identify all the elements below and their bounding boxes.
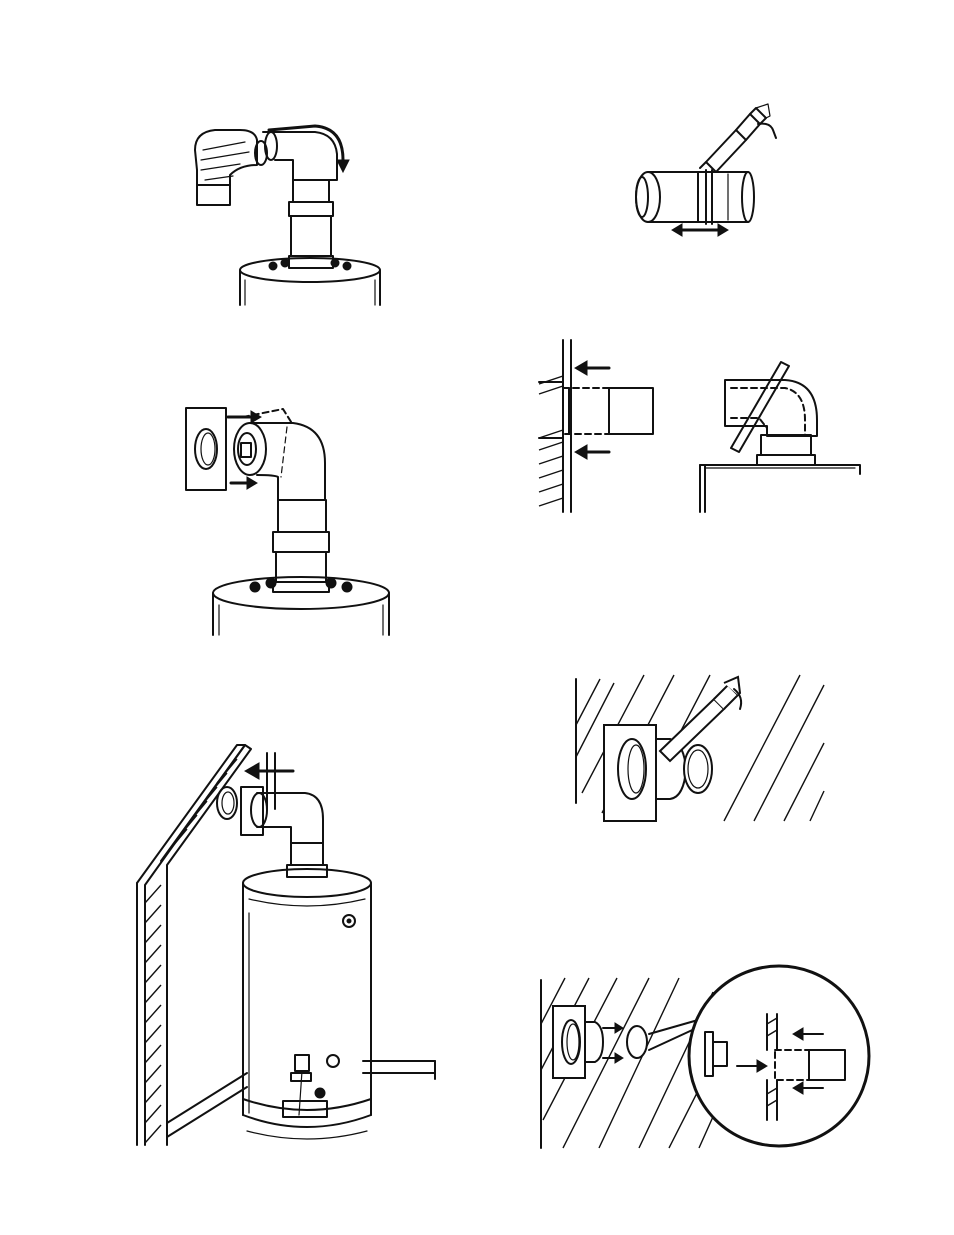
panel-wall-plate-sealant	[574, 673, 829, 825]
panel-pipe-insert-cut	[535, 340, 865, 512]
pipe-sealant-illustration	[628, 100, 778, 240]
panel-elbow-attach	[185, 120, 385, 310]
heater-installation-illustration	[137, 743, 437, 1145]
panel-wall-plate-detail	[539, 970, 864, 1155]
elbow-wall-plate-illustration	[183, 405, 388, 640]
wall-plate-detail-illustration	[539, 970, 864, 1155]
panel-pipe-sealant	[628, 100, 778, 240]
panel-elbow-wall-plate	[183, 405, 388, 640]
wall-plate-sealant-illustration	[574, 673, 829, 825]
panel-heater-installation	[137, 743, 437, 1145]
elbow-attach-illustration	[185, 120, 385, 310]
pipe-insert-cut-illustration	[535, 340, 865, 512]
